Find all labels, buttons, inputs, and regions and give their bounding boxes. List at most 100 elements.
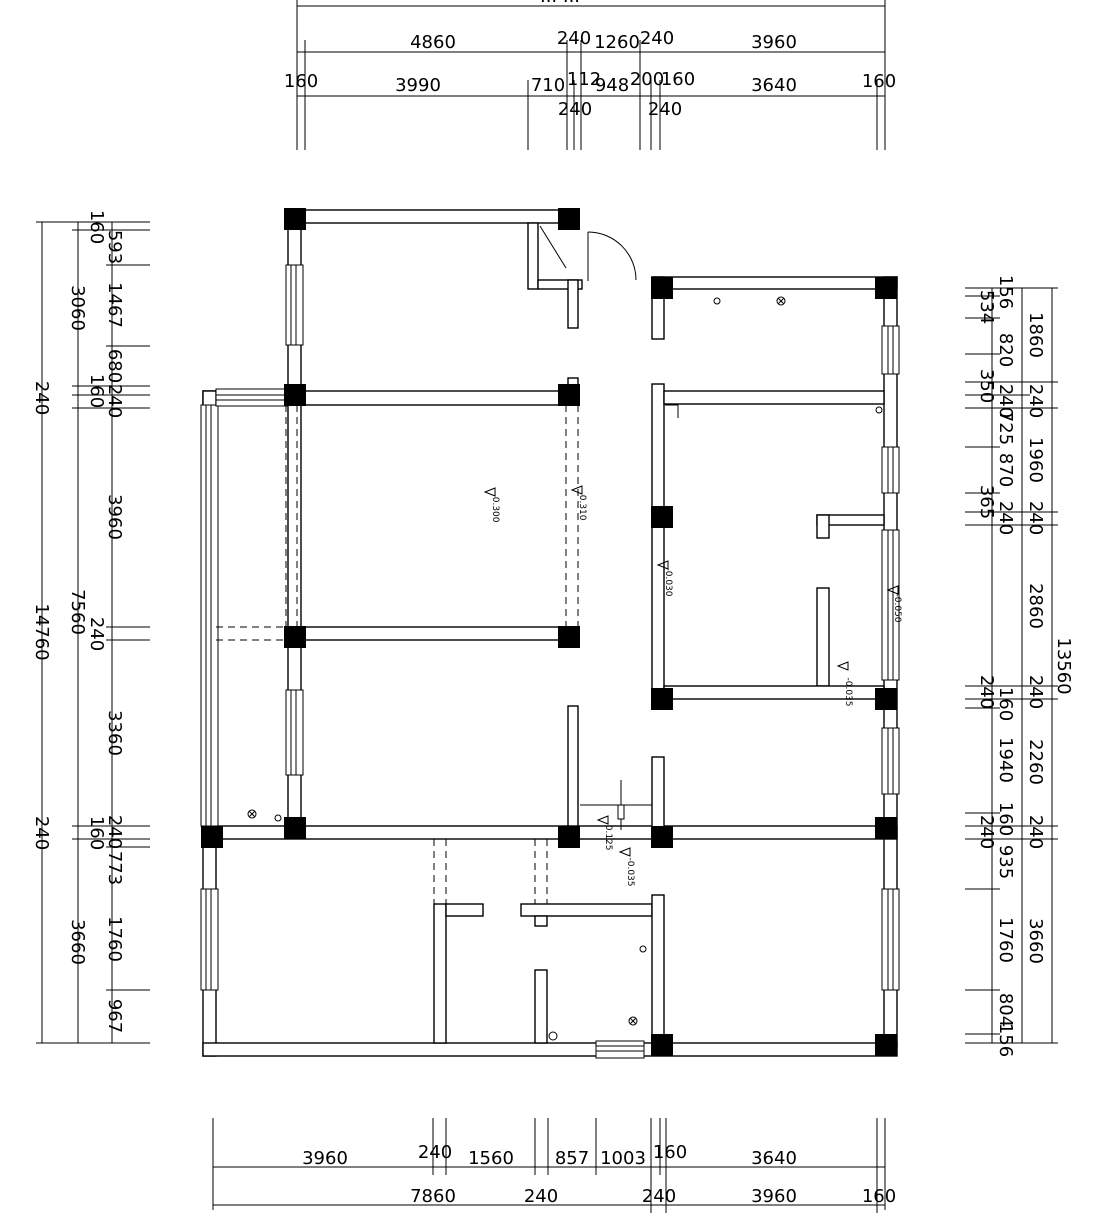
dim-bottom-outer-4: 3960 <box>751 1186 797 1207</box>
dim-left-inner-6: 3960 <box>104 494 125 540</box>
dim-right-inner-14: 240 <box>976 815 997 849</box>
level-mark-7: -0.035 <box>625 857 635 886</box>
dim-right-mid-8: 240 <box>1025 815 1046 849</box>
top-title-fragment: ... ... <box>540 0 580 7</box>
dim-right-outer-1: 13560 <box>1053 637 1074 694</box>
dim-right-inner-11: 160 <box>995 687 1016 721</box>
dim-left-mid-1: 160 <box>86 210 107 244</box>
window-left-long <box>200 404 219 827</box>
dim-right-inner-5: 240 <box>995 384 1016 418</box>
floor-drain-icon <box>776 296 786 306</box>
dim-top-inner-1: 160 <box>284 71 318 92</box>
dashed-openings <box>216 405 665 904</box>
level-mark-4: -0.035 <box>843 677 853 706</box>
level-mark-6: -0.125 <box>603 821 613 850</box>
dim-left-inner-5: 240 <box>104 384 125 418</box>
window-left-bottom <box>200 888 219 991</box>
dim-top-inner-9: 160 <box>862 71 896 92</box>
dim-right-inner-12: 1940 <box>995 737 1016 783</box>
window-right-3 <box>881 529 900 681</box>
dim-left-inner-12: 967 <box>104 999 125 1033</box>
floor-drain-icon <box>247 809 257 819</box>
dim-right-mid-9: 3660 <box>1025 918 1046 964</box>
dim-right-inner-17: 804 <box>995 993 1016 1027</box>
left-dimension-chain: 240 14760 240 160 3060 7560 160 3660 593… <box>31 210 150 1044</box>
dim-left-mid-4: 160 <box>86 816 107 850</box>
dim-left-mid-3: 7560 <box>67 589 88 635</box>
dim-top-inner-4: 112 <box>567 69 601 90</box>
dim-top-inner-2: 3990 <box>395 75 441 96</box>
dim-top-outer-4: 240 <box>640 28 674 49</box>
dim-right-inner-1: 156 <box>995 275 1016 309</box>
dim-bottom-inner-2: 240 <box>418 1142 452 1163</box>
dim-top-inner-3: 710 <box>531 75 565 96</box>
dim-left-mid-2: 3060 <box>67 285 88 331</box>
dim-top-outer-1: 4860 <box>410 32 456 53</box>
dim-bottom-inner-7: 3640 <box>751 1148 797 1169</box>
dim-left-inner-11: 1760 <box>104 916 125 962</box>
window-middle-left <box>285 689 304 776</box>
pipe-icon <box>875 406 883 414</box>
dim-right-mid-2: 240 <box>1025 384 1046 418</box>
dim-left-outer-1: 240 <box>31 381 52 415</box>
dim-right-inner-4: 350 <box>976 369 997 403</box>
dim-left-inner-1: 593 <box>104 230 125 264</box>
dim-bottom-outer-3: 240 <box>642 1186 676 1207</box>
level-mark-1: -0.300 <box>490 493 500 522</box>
dim-top-inner-sub-1: 240 <box>558 99 592 120</box>
dim-right-mid-7: 2260 <box>1025 739 1046 785</box>
entry-door <box>539 225 637 281</box>
dim-right-mid-5: 2860 <box>1025 583 1046 629</box>
dim-top-inner-sub-2: 240 <box>648 99 682 120</box>
right-dimension-chain: 13560 1860 240 1960 240 2860 240 2260 24… <box>965 275 1074 1057</box>
dim-top-inner-8: 3640 <box>751 75 797 96</box>
structural-columns <box>201 208 897 1056</box>
dim-top-inner-5: 948 <box>595 75 629 96</box>
dim-left-inner-7: 240 <box>86 617 107 651</box>
pipe-icon <box>274 814 282 822</box>
window-right-5 <box>881 888 900 991</box>
dim-right-inner-18: 156 <box>995 1023 1016 1057</box>
dim-left-inner-8: 3360 <box>104 710 125 756</box>
level-mark-3: -0.030 <box>663 567 673 596</box>
dim-bottom-inner-4: 857 <box>555 1148 589 1169</box>
window-right-1 <box>881 325 900 375</box>
floor-drain-icon <box>628 1016 638 1026</box>
fixtures <box>247 296 883 1041</box>
window-right-4 <box>881 727 900 795</box>
dim-right-inner-10: 240 <box>976 675 997 709</box>
dim-left-inner-9: 240 <box>104 815 125 849</box>
pipe-icon <box>548 1031 558 1041</box>
dim-left-outer-2: 14760 <box>31 603 52 660</box>
windows <box>200 264 900 1059</box>
dim-bottom-outer-2: 240 <box>524 1186 558 1207</box>
window-left-upper <box>285 264 304 346</box>
dim-right-inner-3: 820 <box>995 333 1016 367</box>
top-dimension-chain: ... ... 4860 240 1260 240 3960 160 3990 … <box>284 0 896 150</box>
dim-bottom-outer-1: 7860 <box>410 1186 456 1207</box>
dim-top-outer-3: 1260 <box>594 32 640 53</box>
dim-bottom-inner-1: 3960 <box>302 1148 348 1169</box>
floor-drain-icon <box>713 297 721 305</box>
window-bottom-small <box>595 1040 645 1059</box>
window-balcony-top <box>215 388 289 407</box>
floor-drain-icon <box>639 945 647 953</box>
dim-left-inner-4: 160 <box>86 374 107 408</box>
dim-right-inner-2: 534 <box>976 290 997 324</box>
level-mark-2: -0.310 <box>577 491 587 520</box>
dim-right-mid-3: 1960 <box>1025 437 1046 483</box>
dim-right-inner-16: 1760 <box>995 917 1016 963</box>
dim-top-inner-7: 160 <box>661 69 695 90</box>
dim-right-inner-7: 870 <box>995 453 1016 487</box>
dim-left-inner-10: 773 <box>104 851 125 885</box>
dim-bottom-inner-5: 1003 <box>600 1148 646 1169</box>
bottom-dimension-chain: 3960 240 1560 857 1003 160 3640 7860 240… <box>212 1118 896 1213</box>
level-mark-5: -0.050 <box>892 593 902 622</box>
dim-right-inner-9: 240 <box>995 501 1016 535</box>
dim-top-outer-5: 3960 <box>751 32 797 53</box>
dim-top-inner-6: 200 <box>630 69 664 90</box>
walls <box>202 209 898 1057</box>
level-marks: -0.300 -0.310 -0.030 -0.035 -0.050 -0.12… <box>483 485 902 887</box>
dim-right-inner-15: 935 <box>995 845 1016 879</box>
